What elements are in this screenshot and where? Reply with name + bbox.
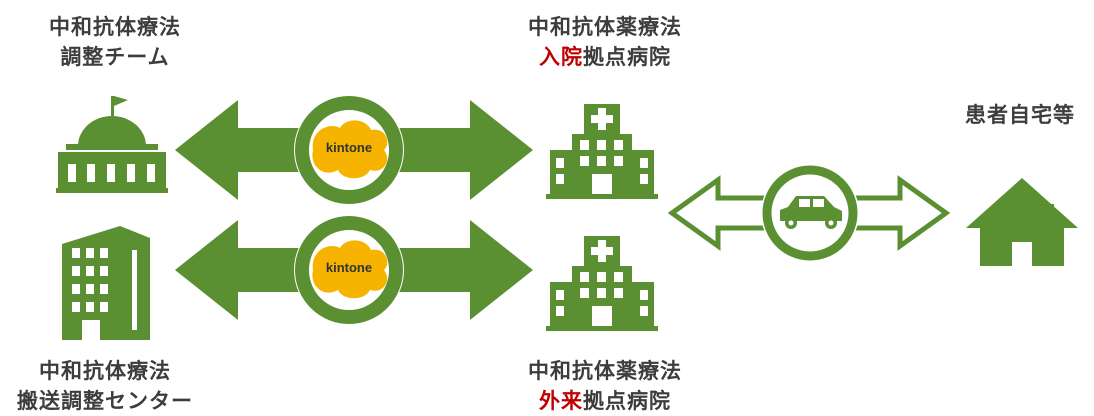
- transport-center-label: 中和抗体療法 搬送調整センター: [0, 356, 210, 416]
- outpatient-hospital-label: 中和抗体薬療法 外来拠点病院: [495, 356, 715, 416]
- government-building-icon: [56, 96, 168, 193]
- bottom-kintone-ring: [294, 215, 404, 325]
- kintone-cloud-icon: [312, 240, 388, 299]
- inpatient-keyword: 入院: [539, 45, 583, 69]
- kintone-badge-bottom: kintone: [325, 260, 373, 275]
- hospital-icon: [546, 236, 658, 331]
- outpatient-hospital-suffix: 拠点病院: [583, 389, 671, 413]
- home-label: 患者自宅等: [965, 103, 1075, 127]
- transport-center-line2: 搬送調整センター: [17, 389, 193, 413]
- inpatient-hospital-line2: 入院拠点病院: [495, 42, 715, 72]
- coordination-team-label: 中和抗体療法 調整チーム: [20, 12, 210, 72]
- transport-center-line1: 中和抗体療法: [39, 359, 171, 383]
- house-icon: [966, 178, 1078, 266]
- kintone-cloud-icon: [312, 120, 388, 179]
- coordination-team-line1: 中和抗体療法: [49, 15, 181, 39]
- top-kintone-ring: [294, 95, 404, 205]
- inpatient-hospital-label: 中和抗体薬療法 入院拠点病院: [495, 12, 715, 72]
- inpatient-hospital-line1: 中和抗体薬療法: [528, 15, 682, 39]
- outpatient-hospital-line1: 中和抗体薬療法: [528, 359, 682, 383]
- hospital-icon: [546, 104, 658, 199]
- coordination-team-line2: 調整チーム: [60, 45, 170, 69]
- outpatient-hospital-line2: 外来拠点病院: [495, 386, 715, 416]
- outpatient-keyword: 外来: [539, 389, 583, 413]
- kintone-badge-top: kintone: [325, 140, 373, 155]
- car-icon: [780, 196, 842, 229]
- office-building-icon: [62, 226, 150, 340]
- inpatient-hospital-suffix: 拠点病院: [583, 45, 671, 69]
- home-double-arrow: [667, 164, 951, 262]
